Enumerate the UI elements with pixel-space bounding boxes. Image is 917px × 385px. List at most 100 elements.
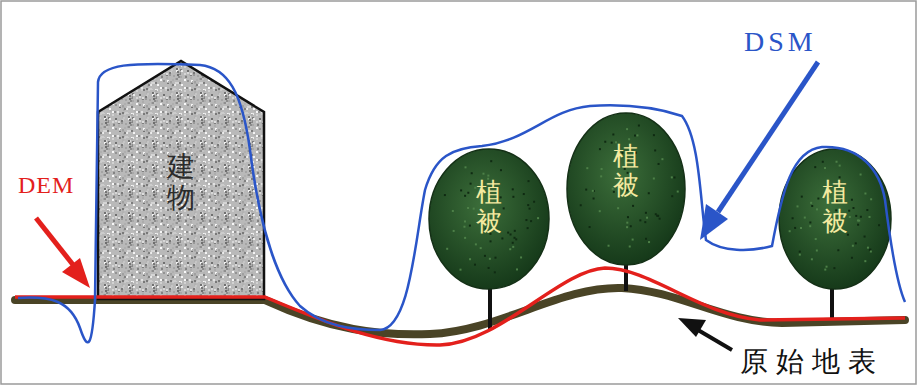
leaf-speckle [514,230,516,232]
leaf-speckle [638,125,640,127]
vegetation-node: 植被 [566,112,686,266]
leaf-speckle [815,238,817,240]
leaf-speckle [630,225,632,227]
leaf-speckle [671,195,673,197]
leaf-speckle [617,207,619,209]
leaf-speckle [469,225,471,227]
leaf-speckle [463,226,465,228]
leaf-speckle [627,216,629,218]
dem-label: DEM [18,172,74,199]
vegetation-text: 植被 [613,142,639,199]
leaf-speckle [674,176,676,178]
leaf-speckle [866,209,868,211]
crown-outline [429,149,549,289]
leaf-speckle [529,208,531,210]
leaf-speckle [484,255,486,257]
leaf-speckle [851,199,853,201]
dem-arrowhead [62,258,90,288]
leaf-speckle [867,247,869,249]
leaf-speckle [626,226,628,228]
building-outline [98,61,264,299]
leaf-speckle [530,220,532,222]
leaf-speckle [864,260,866,262]
leaf-speckle [658,163,660,165]
leaf-speckle [480,247,482,249]
dsm-arrowhead [700,204,728,240]
leaf-speckle [852,207,854,209]
leaf-speckle [533,201,535,203]
leaf-speckle [469,258,471,260]
building-text: 建物 [167,152,195,214]
leaf-speckle [507,232,509,234]
leaf-speckle [612,133,614,135]
leaf-speckle [794,227,796,229]
leaf-speckle [814,166,816,168]
leaf-speckle [824,167,826,169]
leaf-speckle [648,241,650,243]
leaf-speckle [494,271,496,273]
vegetation-node: 植被 [428,148,550,290]
leaf-speckle [501,237,503,239]
leaf-speckle [644,221,646,223]
leaf-speckle [464,237,466,239]
leaf-speckle [600,175,602,177]
leaf-speckle [855,215,857,217]
leaf-speckle [509,248,511,250]
leaf-speckle [809,225,811,227]
leaf-speckle [789,230,791,232]
leaf-speckle [645,212,647,214]
tree-trunk [488,286,492,330]
leaf-speckle [826,266,828,268]
leaf-speckle [514,237,516,239]
leaf-speckle [444,194,446,196]
leaf-speckle [878,224,880,226]
leaf-speckle [817,198,819,200]
leaf-speckle [824,269,826,271]
leaf-speckle [839,165,841,167]
leaf-speckle [586,167,588,169]
leaf-speckle [656,215,658,217]
leaf-speckle [849,216,851,218]
leaf-speckle [864,236,866,238]
leaf-speckle [471,172,473,174]
leaf-speckle [851,257,853,259]
leaf-speckle [671,176,673,178]
leaf-speckle [661,158,663,160]
dsm-label: DSM [744,26,817,58]
leaf-speckle [503,207,505,209]
dsm-arrow [718,62,818,212]
leaf-speckle [452,210,454,212]
tree-trunk [830,286,834,320]
leaf-speckle [592,190,594,192]
leaf-speckle [810,202,812,204]
leaf-speckle [589,226,591,228]
leaf-speckle [490,240,492,242]
leaf-speckle [634,135,636,137]
leaf-speckle [870,250,872,252]
leaf-speckle [528,180,530,182]
leaf-speckle [599,148,601,150]
leaf-speckle [855,242,857,244]
leaf-speckle [601,168,603,170]
leaf-speckle [858,220,860,222]
leaf-speckle [833,267,835,269]
leaf-speckle [464,195,466,197]
leaf-speckle [490,160,492,162]
leaf-speckle [639,219,641,221]
leaf-speckle [799,251,801,253]
leaf-speckle [525,219,527,221]
leaf-speckle [512,188,514,190]
leaf-speckle [646,217,648,219]
leaf-speckle [804,217,806,219]
leaf-speckle [797,205,799,207]
leaf-speckle [512,246,514,248]
leaf-speckle [473,208,475,210]
crown-outline [567,113,685,265]
leaf-speckle [629,245,631,247]
leaf-speckle [628,138,630,140]
leaf-speckle [837,249,839,251]
leaf-speckle [474,264,476,266]
leaf-speckle [626,128,628,130]
